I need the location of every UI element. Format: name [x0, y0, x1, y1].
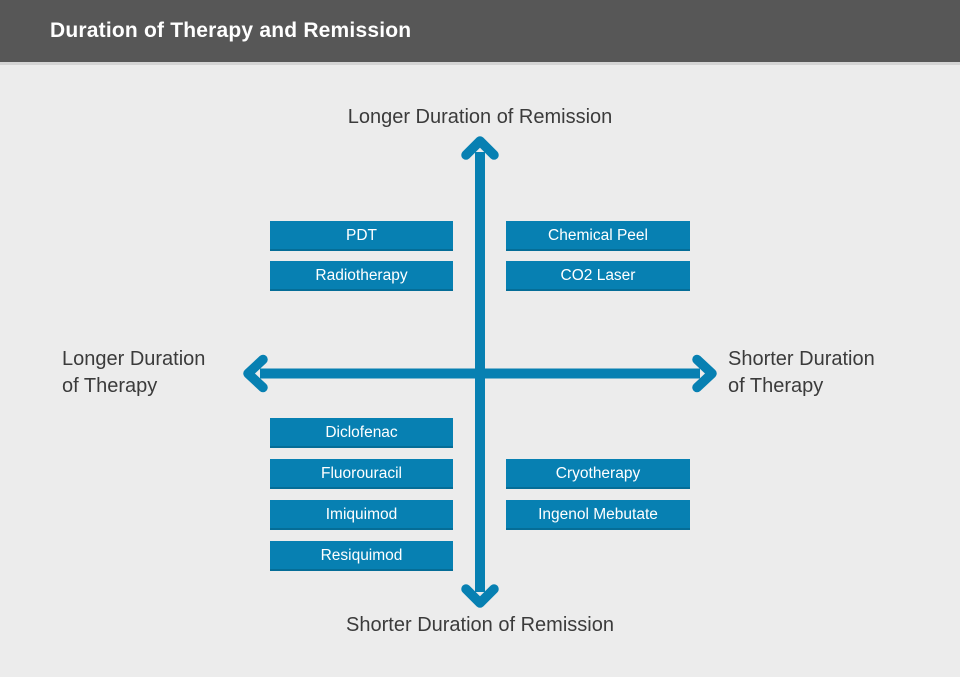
therapy-box-imiquimod: Imiquimod: [270, 500, 453, 530]
page-title: Duration of Therapy and Remission: [50, 19, 412, 42]
therapy-box-ingenol-mebutate: Ingenol Mebutate: [506, 500, 690, 530]
axis-label-left-line1: Longer Duration: [62, 348, 206, 370]
axis-label-bottom: Shorter Duration of Remission: [346, 614, 614, 636]
therapy-box-cryotherapy: Cryotherapy: [506, 459, 690, 489]
therapy-box-pdt: PDT: [270, 221, 453, 251]
axis-label-right-line1: Shorter Duration: [728, 348, 875, 370]
axis-label-top: Longer Duration of Remission: [347, 106, 613, 128]
axis-label-right: Shorter Duration of Therapy: [728, 346, 875, 400]
horizontal-axis-arrow: [243, 354, 717, 393]
therapy-box-resiquimod: Resiquimod: [270, 541, 453, 571]
axis-label-left-line2: of Therapy: [62, 375, 158, 397]
axis-label-right-line2: of Therapy: [728, 375, 824, 397]
therapy-box-diclofenac: Diclofenac: [270, 418, 453, 448]
header-bar: Duration of Therapy and Remission: [0, 0, 960, 65]
therapy-box-co2-laser: CO2 Laser: [506, 261, 690, 291]
therapy-box-radiotherapy: Radiotherapy: [270, 261, 453, 291]
therapy-box-chemical-peel: Chemical Peel: [506, 221, 690, 251]
axis-label-left: Longer Duration of Therapy: [62, 346, 205, 400]
therapy-box-fluorouracil: Fluorouracil: [270, 459, 453, 489]
